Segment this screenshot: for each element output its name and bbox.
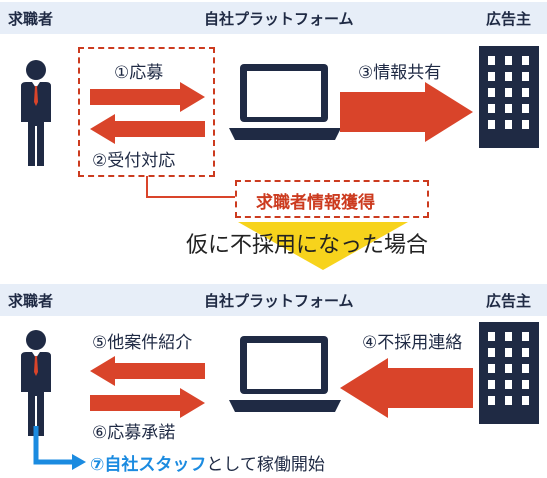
jobseeker-person-icon-bottom: [21, 330, 51, 436]
step1-apply-label: ①応募: [114, 63, 164, 83]
step7-line: ⑦自社スタッフとして稼働開始: [90, 450, 325, 475]
transition-chevron-icon: [238, 222, 408, 270]
step6-accept-label: ⑥応募承諾: [92, 423, 176, 443]
advertiser-building-icon-bottom: [479, 322, 539, 424]
share-arrow-right: [340, 82, 473, 142]
laptop-icon: [229, 64, 341, 140]
acquire-connector-line: [146, 176, 235, 198]
acquire-info-label: 求職者情報獲得: [256, 193, 375, 213]
step2-response-label: ②受付対応: [92, 151, 176, 171]
top-header-band: 求職者 自社プラットフォーム 広告主: [0, 2, 547, 34]
step3-share-label: ③情報共有: [358, 63, 442, 83]
bottom-header-advertiser: 広告主: [486, 292, 532, 310]
step7-highlight: ⑦自社スタッフ: [90, 455, 207, 475]
bottom-header-band: 求職者 自社プラットフォーム 広告主: [0, 284, 547, 316]
advertiser-building-icon: [479, 46, 539, 148]
step4-reject-label: ④不採用連絡: [362, 333, 463, 353]
laptop-icon-bottom: [229, 336, 341, 412]
bottom-header-platform: 自社プラットフォーム: [204, 292, 354, 310]
jobseeker-person-icon: [21, 60, 51, 166]
top-header-advertiser: 広告主: [486, 10, 532, 28]
transition-caption: 仮に不採用になった場合: [186, 233, 429, 258]
bottom-header-jobseeker: 求職者: [8, 292, 54, 310]
response-arrow-left: [90, 114, 205, 144]
top-header-platform: 自社プラットフォーム: [204, 10, 354, 28]
step7-rest: として稼働開始: [206, 455, 325, 475]
acquire-dashed-box: [235, 180, 429, 218]
accept-arrow-right: [90, 388, 205, 418]
reject-arrow-left: [340, 358, 473, 418]
top-header-jobseeker: 求職者: [8, 10, 54, 28]
apply-arrow-right: [90, 82, 205, 112]
other-jobs-arrow-left: [90, 356, 205, 386]
step5-other-jobs-label: ⑤他案件紹介: [92, 333, 193, 353]
staff-start-arrow: [33, 426, 86, 470]
